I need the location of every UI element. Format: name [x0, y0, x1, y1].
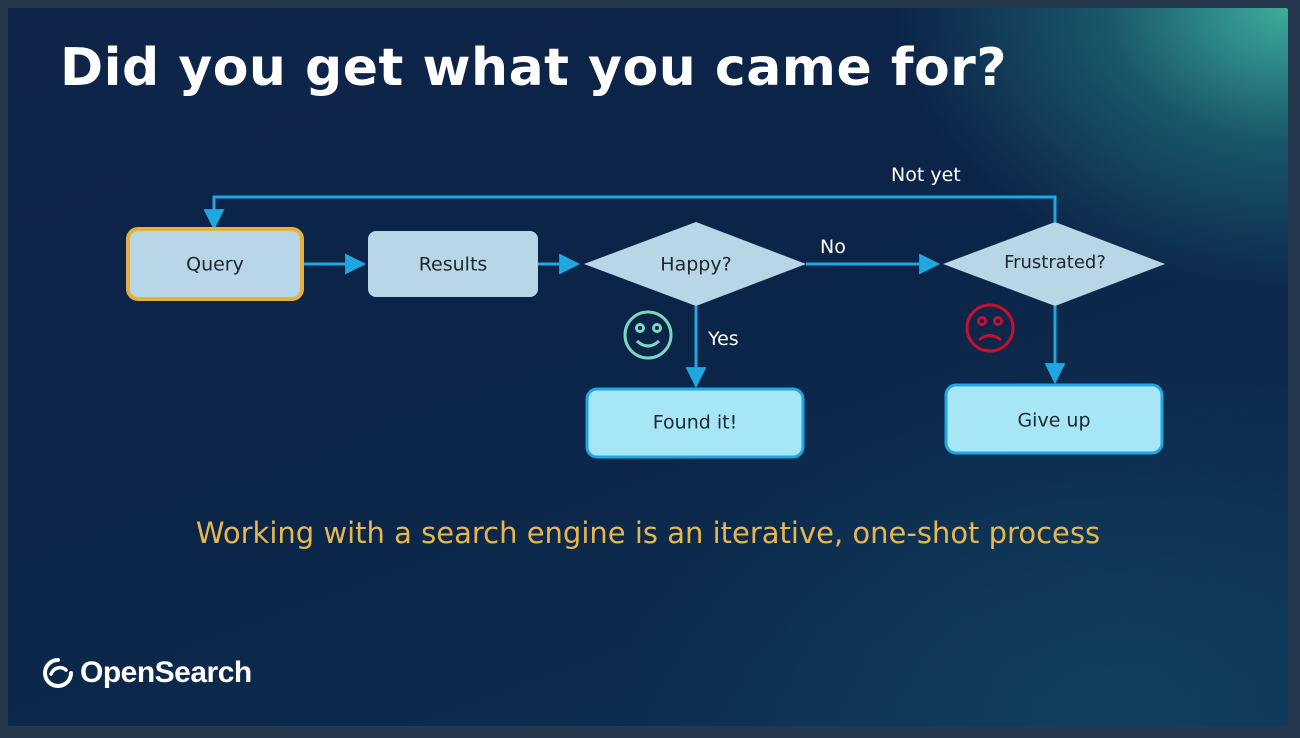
edge-label-no: No [820, 236, 846, 258]
outcome-giveup: Give up [944, 383, 1164, 455]
outcome-found: Found it! [585, 387, 805, 459]
connectors [203, 195, 1066, 389]
slide-subtitle: Working with a search engine is an itera… [195, 516, 1101, 550]
decision-happy-label: Happy? [660, 254, 731, 276]
slide-title: Did you get what you came for? [60, 38, 1007, 98]
arrow-not-yet-loop [203, 195, 1057, 231]
frowning-face-icon [965, 303, 1015, 353]
outcome-giveup-label: Give up [1017, 410, 1090, 432]
node-results-label: Results [419, 254, 488, 276]
opensearch-logo: OpenSearch [42, 656, 252, 690]
node-query: Query [126, 227, 304, 301]
decision-frustrated-label: Frustrated? [1004, 252, 1106, 273]
smiley-face-icon [623, 310, 673, 360]
decision-happy: Happy? [584, 222, 806, 306]
outcome-found-label: Found it! [653, 412, 737, 434]
edge-label-yes: Yes [707, 328, 739, 350]
node-query-label: Query [186, 254, 244, 276]
flowchart: Query Results Happy? Frustrated? Found i… [126, 164, 1165, 459]
slide: Did you get what you came for? Query Res… [8, 8, 1288, 726]
decision-frustrated: Frustrated? [943, 222, 1165, 306]
node-results: Results [368, 231, 538, 297]
opensearch-logo-icon [43, 658, 73, 688]
brand-name: OpenSearch [80, 656, 252, 689]
edge-label-not-yet: Not yet [891, 164, 961, 186]
